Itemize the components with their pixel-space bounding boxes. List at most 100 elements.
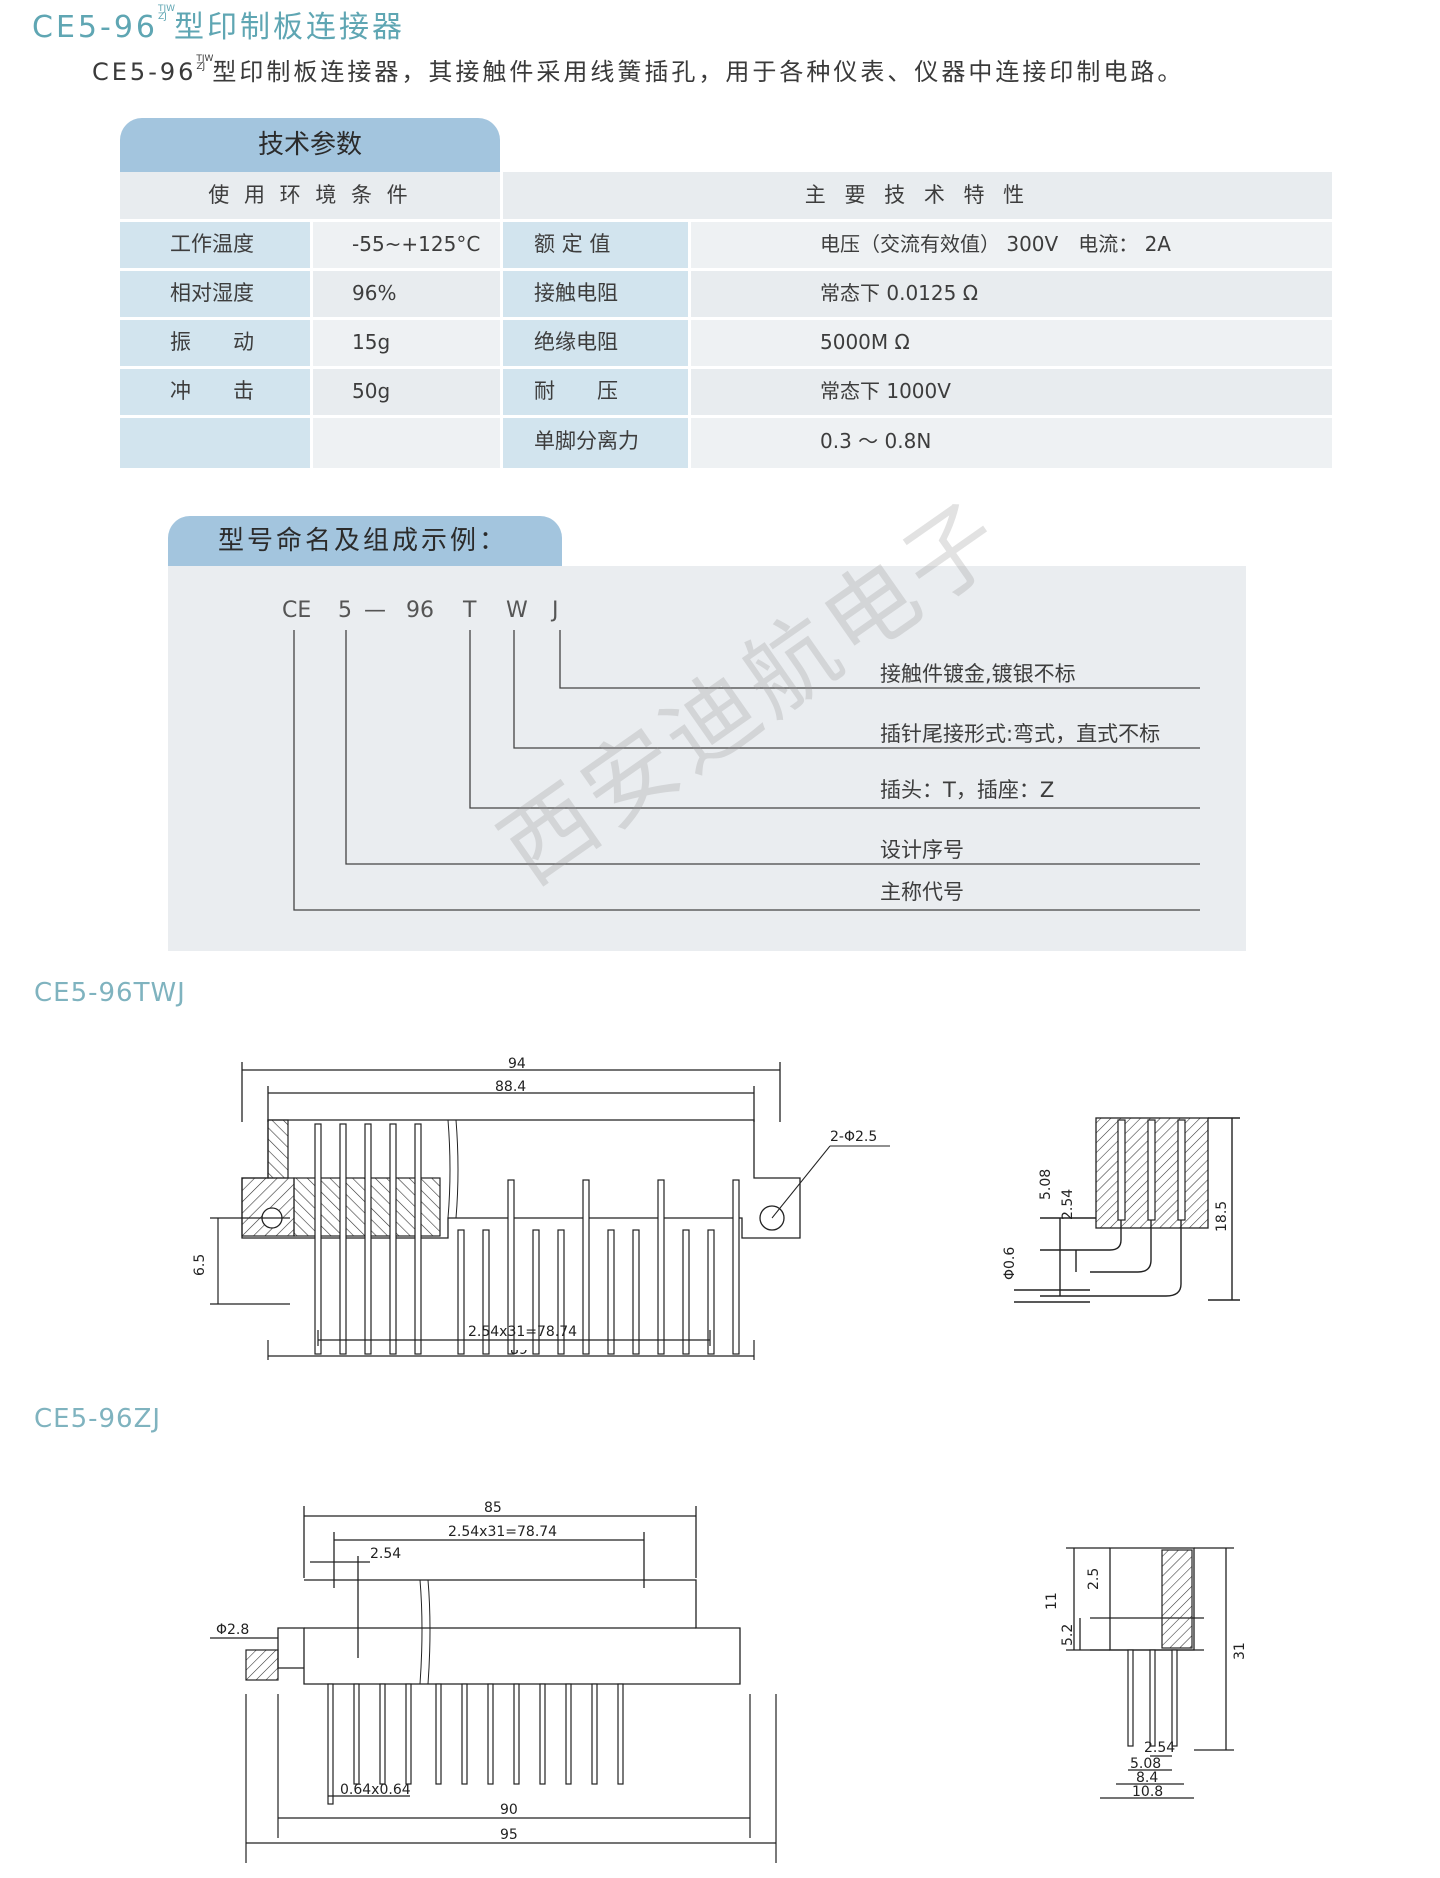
title-suffix: 型印制板连接器	[174, 10, 405, 45]
naming-example-box: CE 5 — 96 T W J 接触件镀金,镀银不标 插针尾接形式:弯式，直式不…	[168, 566, 1246, 951]
dim-label: 31	[1232, 1642, 1248, 1660]
zj-side-view-drawing: 11 2.5 5.2 31 2.54 5.08 8.4 10.8	[1044, 1547, 1248, 1800]
naming-desc: 主称代号	[880, 880, 964, 904]
dim-label: 85	[484, 1500, 502, 1516]
env-label: 相对湿度	[170, 281, 254, 305]
main-label-column	[502, 222, 688, 468]
main-value: 5000M Ω	[820, 330, 910, 354]
dim-label: 11	[1044, 1592, 1060, 1610]
dim-label: 18.5	[1214, 1201, 1230, 1232]
main-label: 接触电阻	[534, 281, 618, 305]
title-model: CE5-96	[32, 10, 158, 45]
dim-label: 90	[500, 1802, 518, 1818]
dim-label: 10.8	[1132, 1784, 1163, 1800]
twj-width-dimension: 89	[268, 1350, 754, 1358]
intro-sup-top: TJW	[196, 54, 214, 64]
grid-line	[120, 317, 1332, 320]
connector-body	[277, 1579, 741, 1685]
main-label: 绝缘电阻	[534, 330, 618, 354]
leader-line	[469, 630, 1200, 809]
env-label: 冲 击	[170, 379, 254, 403]
dim-label: 5.08	[1130, 1756, 1161, 1772]
dim-label: 8.4	[1136, 1770, 1158, 1786]
dim-label: Φ0.6	[1002, 1247, 1018, 1280]
spec-header-row-bg	[120, 172, 1332, 219]
dim-label: 2.5	[1086, 1568, 1102, 1590]
naming-tab: 型号命名及组成示例：	[168, 516, 562, 566]
code-part: 5	[338, 598, 352, 623]
env-label: 振 动	[170, 330, 254, 354]
title-sup-bottom: ZJ	[158, 12, 167, 22]
pin-group	[314, 1123, 740, 1355]
header-main: 主 要 技 术 特 性	[804, 183, 1031, 207]
spec-row-bg	[120, 320, 1332, 367]
dim-label: 2.54x31=78.74	[448, 1524, 557, 1540]
dim-label: 94	[508, 1056, 526, 1072]
title-sup-top: TJW	[158, 4, 176, 14]
intro-model: CE5-96	[92, 58, 197, 86]
grid-line	[688, 219, 691, 468]
code-part: 96	[406, 598, 434, 623]
code-part: W	[506, 598, 528, 623]
model-zj-title: CE5-96ZJ	[34, 1404, 162, 1434]
pin-group	[1127, 1649, 1178, 1747]
dim-label: 2-Φ2.5	[830, 1129, 877, 1145]
env-value: 96%	[352, 281, 397, 305]
dim-label: 2.54	[370, 1546, 401, 1562]
code-part: —	[364, 598, 386, 623]
spec-row-bg	[120, 271, 1332, 318]
env-label: 工作温度	[170, 232, 254, 256]
main-label: 耐 压	[534, 379, 618, 403]
dim-label: 6.5	[192, 1254, 208, 1276]
grid-line	[120, 415, 1332, 418]
bent-pins	[1014, 1117, 1240, 1303]
naming-desc: 插头：T，插座：Z	[880, 778, 1055, 802]
env-value: 15g	[352, 330, 391, 354]
leader-line	[559, 630, 1200, 689]
leader-line	[513, 630, 1200, 749]
naming-desc: 接触件镀金,镀银不标	[880, 662, 1076, 686]
grid-line	[500, 172, 503, 468]
leader-line	[293, 630, 1200, 911]
dim-label: 5.2	[1060, 1624, 1076, 1646]
grid-line	[310, 219, 313, 468]
spec-row-bg	[120, 369, 1332, 416]
env-label-column	[120, 222, 310, 468]
dim-label: 2.54x31=78.74	[468, 1324, 577, 1340]
dim-label: Φ2.8	[216, 1622, 249, 1638]
dim-label: 5.08	[1038, 1169, 1054, 1200]
header-env: 使 用 环 境 条 件	[208, 183, 412, 207]
pin-group	[327, 1683, 624, 1805]
env-value: 50g	[352, 379, 391, 403]
code-part: J	[552, 598, 559, 623]
main-value: 0.3 ～ 0.8N	[820, 429, 932, 453]
dim-label: 0.64x0.64	[340, 1782, 411, 1798]
twj-front-view-drawing: 94 88.4 2-Φ2.5 6.5 2.54x31=78.74	[192, 1056, 890, 1360]
env-value: -55~+125°C	[352, 232, 481, 256]
leader-line	[771, 1145, 831, 1219]
spec-row-bg	[120, 418, 1332, 468]
spec-tab: 技术参数	[120, 118, 500, 172]
naming-desc: 设计序号	[880, 838, 964, 862]
leader-line	[345, 630, 1200, 865]
dim-label: 88.4	[495, 1079, 526, 1095]
main-value: 常态下 0.0125 Ω	[820, 281, 978, 305]
insulator-hatch	[245, 1649, 279, 1681]
spec-table: 使 用 环 境 条 件 主 要 技 术 特 性 工作温度 -55~+125°C …	[120, 172, 1332, 468]
model-twj-title: CE5-96TWJ	[34, 978, 186, 1008]
grid-line	[120, 366, 1332, 369]
grid-line	[120, 268, 1332, 271]
intro-body: 型印制板连接器，其接触件采用线簧插孔，用于各种仪表、仪器中连接印制电路。	[212, 58, 1185, 86]
naming-leader-lines	[293, 630, 1200, 911]
zj-front-view-drawing: 85 2.54x31=78.74 2.54 Φ2.8 0.64x0.64 90 …	[210, 1500, 777, 1863]
dim-label: 95	[500, 1827, 518, 1843]
code-part: T	[463, 598, 477, 623]
dim-label: 89	[510, 1350, 528, 1358]
main-label: 额 定 值	[534, 232, 611, 256]
main-value: 常态下 1000V	[820, 379, 951, 403]
dim-label: 2.54	[1144, 1740, 1175, 1756]
